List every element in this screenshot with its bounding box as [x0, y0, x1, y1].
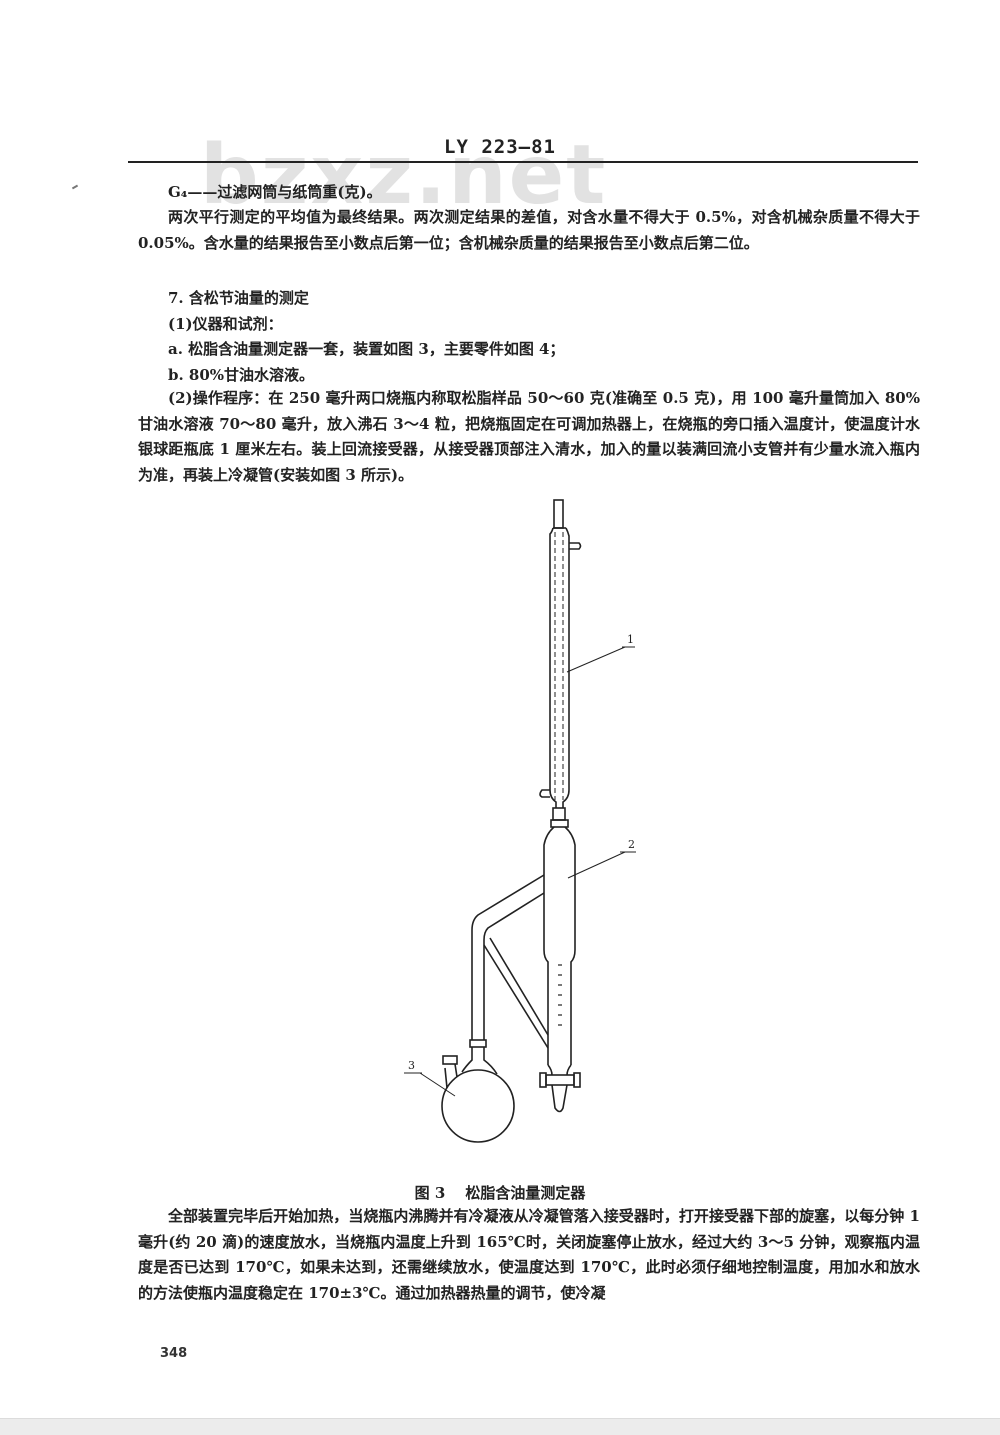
item-a: a. 松脂含油量测定器一套，装置如图 3，主要零件如图 4；	[168, 340, 565, 358]
figure-number: 图 3	[414, 1184, 446, 1202]
item-b: b. 80%甘油水溶液。	[168, 366, 315, 384]
flask-icon	[441, 1039, 515, 1143]
subsection-instruments: (1)仪器和试剂：	[168, 315, 283, 333]
label-3: 3	[408, 1059, 415, 1072]
header-divider	[128, 161, 918, 163]
condenser-icon	[539, 499, 582, 821]
figure-title: 松脂含油量测定器	[465, 1184, 586, 1202]
scan-artifact	[71, 184, 79, 190]
viewer-bottom-bar	[0, 1418, 1000, 1435]
result-paragraph: 两次平行测定的平均值为最终结果。两次测定结果的差值，对含水量不得大于 0.5%，…	[138, 208, 920, 252]
page-number: 348	[160, 1346, 188, 1361]
procedure-paragraph: (2)操作程序：在 250 毫升两口烧瓶内称取松脂样品 50～60 克(准确至 …	[138, 389, 920, 484]
g4-definition: G₄——过滤网筒与纸筒重(克)。	[168, 183, 382, 201]
figure-caption: 图 3 松脂含油量测定器	[0, 1182, 1000, 1203]
final-paragraph: 全部装置完毕后开始加热，当烧瓶内沸腾并有冷凝液从冷凝管落入接受器时，打开接受器下…	[138, 1207, 920, 1302]
figure-apparatus: 1	[360, 495, 680, 1155]
section-title: 7. 含松节油量的测定	[168, 289, 309, 307]
label-2: 2	[628, 838, 635, 851]
reflux-receiver-icon	[471, 819, 581, 1113]
label-1: 1	[627, 633, 634, 646]
standard-code-header: LY 223—81	[444, 136, 556, 158]
